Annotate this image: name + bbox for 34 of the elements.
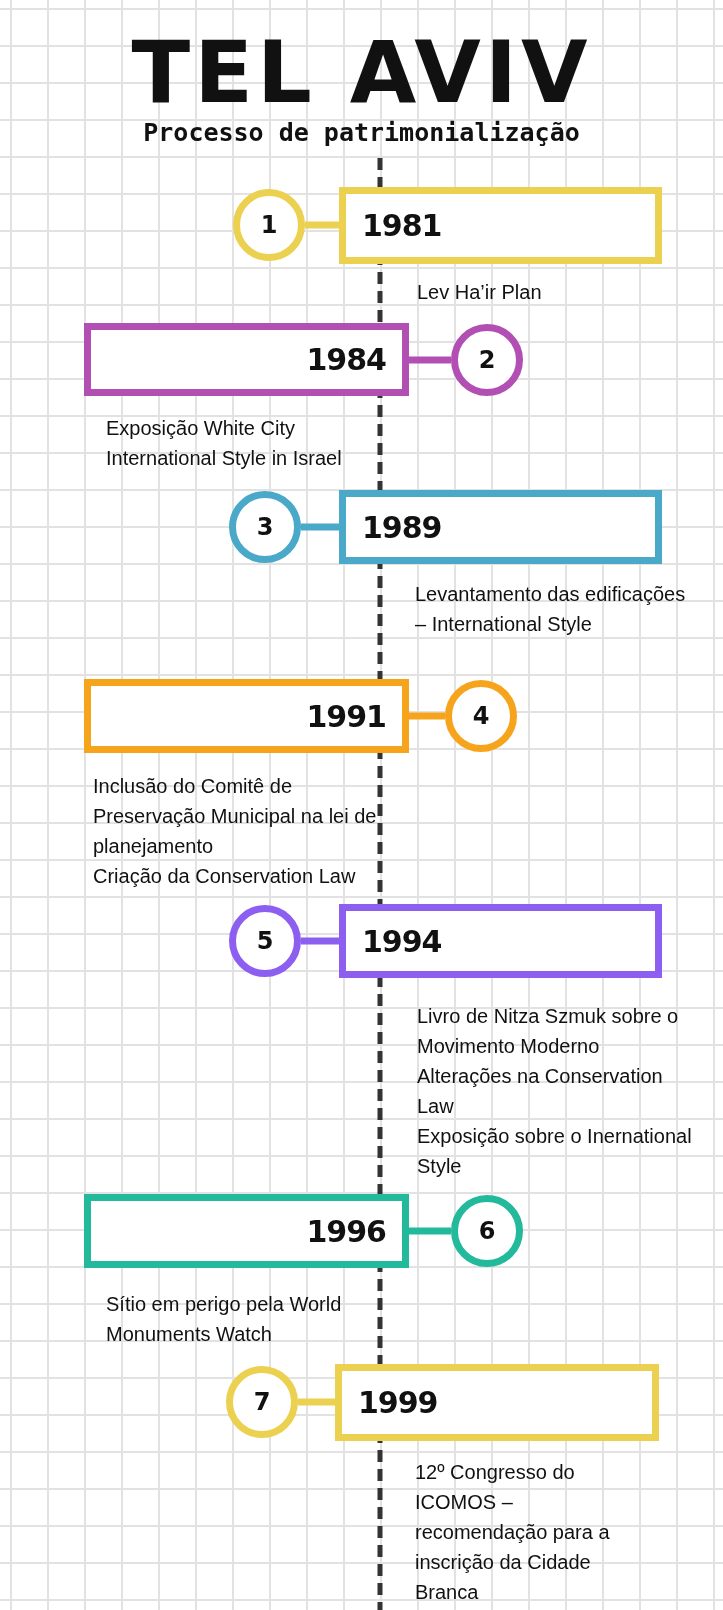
- connector-line: [409, 356, 451, 364]
- year-label: 1994: [362, 922, 442, 961]
- connector-line: [409, 1227, 451, 1235]
- connector-line: [301, 523, 339, 531]
- event-description: Livro de Nitza Szmuk sobre o Movimento Moderno: [417, 1004, 680, 1059]
- connector-line: [305, 221, 339, 229]
- event-description: Sítio em perigo pela World Monuments Watch: [106, 1292, 343, 1347]
- event-description: Alterações na Conservation Law: [417, 1064, 664, 1119]
- year-label: 1996: [306, 1212, 386, 1251]
- connector-line: [301, 937, 339, 945]
- year-label: 1984: [306, 341, 386, 379]
- connector-line: [409, 712, 445, 720]
- step-number: 7: [253, 1388, 271, 1416]
- event-description: Criação da Conservation Law: [93, 864, 357, 889]
- step-number: 5: [256, 927, 274, 955]
- year-label: 1981: [362, 207, 442, 245]
- step-number: 3: [256, 513, 274, 541]
- event-description: Levantamento das edificações – International Style: [415, 582, 687, 637]
- event-description: Inclusão do Comitê de Preservação Municipal na lei de planejamento: [93, 774, 378, 859]
- event-description: Exposição White City International Style in Israel: [106, 416, 343, 471]
- step-number: 1: [260, 211, 278, 239]
- year-label: 1999: [358, 1384, 438, 1422]
- number-circle: [229, 491, 301, 563]
- step-number: 6: [478, 1217, 496, 1245]
- year-label: 1991: [306, 697, 386, 736]
- step-number: 2: [478, 346, 496, 374]
- connector-line: [298, 1398, 335, 1406]
- number-circle: [451, 1195, 523, 1267]
- event-description: 12º Congresso do ICOMOS – recomendação para a inscrição da Cidade Branca: [415, 1460, 611, 1605]
- year-label: 1989: [362, 508, 442, 547]
- step-number: 4: [472, 702, 490, 730]
- event-description: Exposição sobre o Inernational Style: [417, 1124, 692, 1179]
- subtitle: Processo de patrimonialização: [142, 117, 581, 149]
- event-description: Lev Ha’ir Plan: [417, 280, 543, 305]
